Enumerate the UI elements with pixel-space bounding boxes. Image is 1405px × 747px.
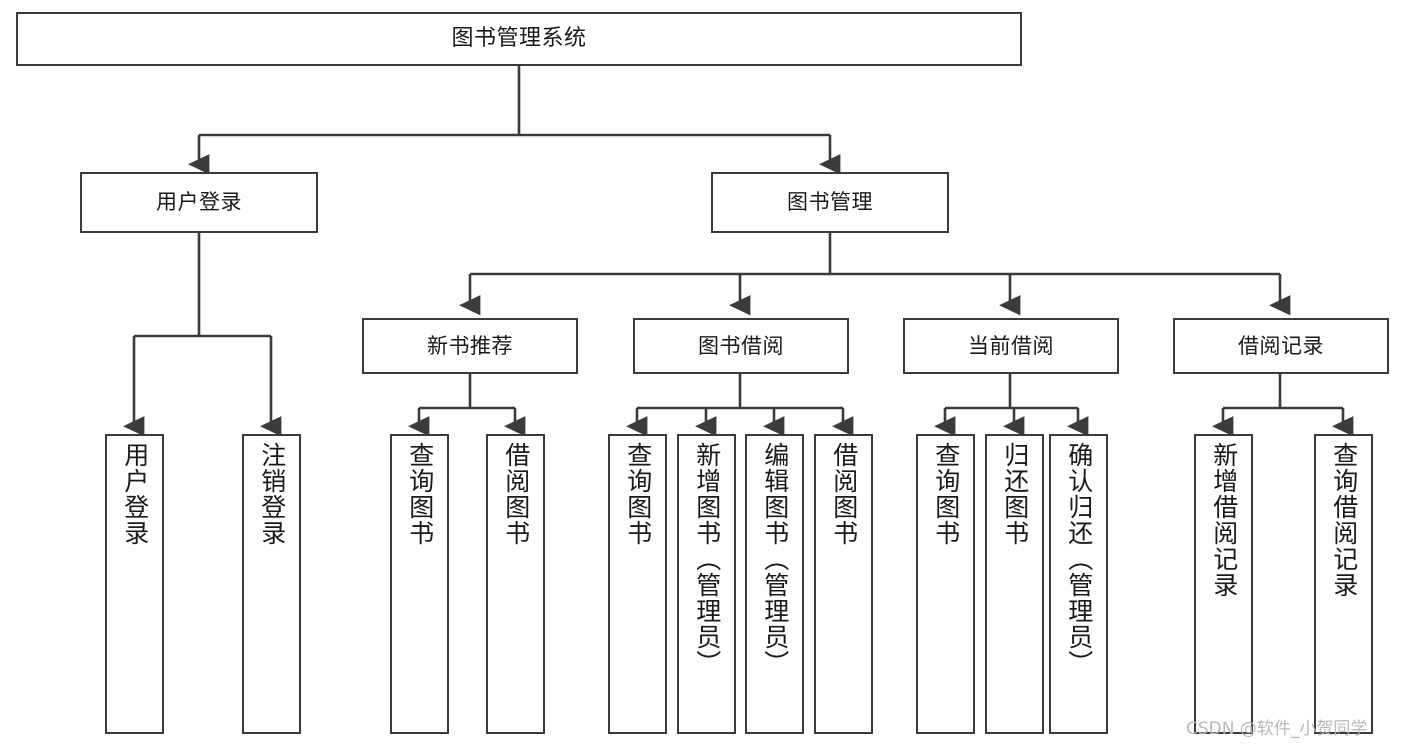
leaf-recommend-borrow-book[interactable]: 借阅图书: [486, 434, 545, 734]
leaf-recommend-query-book[interactable]: 查询图书: [390, 434, 449, 734]
leaf-record-add-record[interactable]: 新增借阅记录: [1194, 434, 1253, 734]
node-label: 注销登录: [257, 442, 287, 546]
node-label: 查询借阅记录: [1329, 442, 1359, 598]
node-user-login[interactable]: 用户登录: [80, 172, 318, 233]
node-borrow-record[interactable]: 借阅记录: [1173, 318, 1389, 374]
node-label: 查询图书: [405, 442, 435, 546]
csdn-watermark: CSDN @软件_小贺同学: [1186, 719, 1368, 739]
node-label: 当前借阅: [968, 333, 1054, 358]
node-label: 新增图书（管理员）: [692, 442, 722, 676]
node-label: 新书推荐: [427, 333, 513, 358]
leaf-borrow-add-book-admin[interactable]: 新增图书（管理员）: [677, 434, 736, 734]
node-book-management[interactable]: 图书管理: [711, 172, 949, 233]
node-label: 确认归还（管理员）: [1064, 442, 1094, 676]
node-label: 查询图书: [623, 442, 653, 546]
leaf-current-confirm-return-admin[interactable]: 确认归还（管理员）: [1049, 434, 1108, 734]
node-new-book-recommend[interactable]: 新书推荐: [362, 318, 578, 374]
node-label: 新增借阅记录: [1209, 442, 1239, 598]
leaf-borrow-edit-book-admin[interactable]: 编辑图书（管理员）: [745, 434, 804, 734]
node-root-system[interactable]: 图书管理系统: [16, 12, 1022, 66]
leaf-user-login-signout[interactable]: 注销登录: [242, 434, 301, 734]
node-label: 图书借阅: [698, 333, 784, 358]
leaf-current-return-book[interactable]: 归还图书: [985, 434, 1044, 734]
node-label: 借阅图书: [829, 442, 859, 546]
node-label: 归还图书: [1000, 442, 1030, 546]
leaf-user-login-signin[interactable]: 用户登录: [105, 434, 164, 734]
node-label: 借阅图书: [501, 442, 531, 546]
node-label: 借阅记录: [1238, 333, 1324, 358]
leaf-borrow-query-book[interactable]: 查询图书: [608, 434, 667, 734]
node-label: 编辑图书（管理员）: [760, 442, 790, 676]
leaf-borrow-borrow-book[interactable]: 借阅图书: [814, 434, 873, 734]
leaf-current-query-book[interactable]: 查询图书: [916, 434, 975, 734]
node-label: 用户登录: [120, 442, 150, 546]
node-label: 图书管理: [787, 190, 873, 215]
node-book-borrow[interactable]: 图书借阅: [633, 318, 849, 374]
node-label: 查询图书: [931, 442, 961, 546]
node-label: 用户登录: [156, 190, 242, 215]
node-label: 图书管理系统: [451, 26, 587, 52]
node-current-borrow[interactable]: 当前借阅: [903, 318, 1119, 374]
leaf-record-query-record[interactable]: 查询借阅记录: [1314, 434, 1373, 734]
